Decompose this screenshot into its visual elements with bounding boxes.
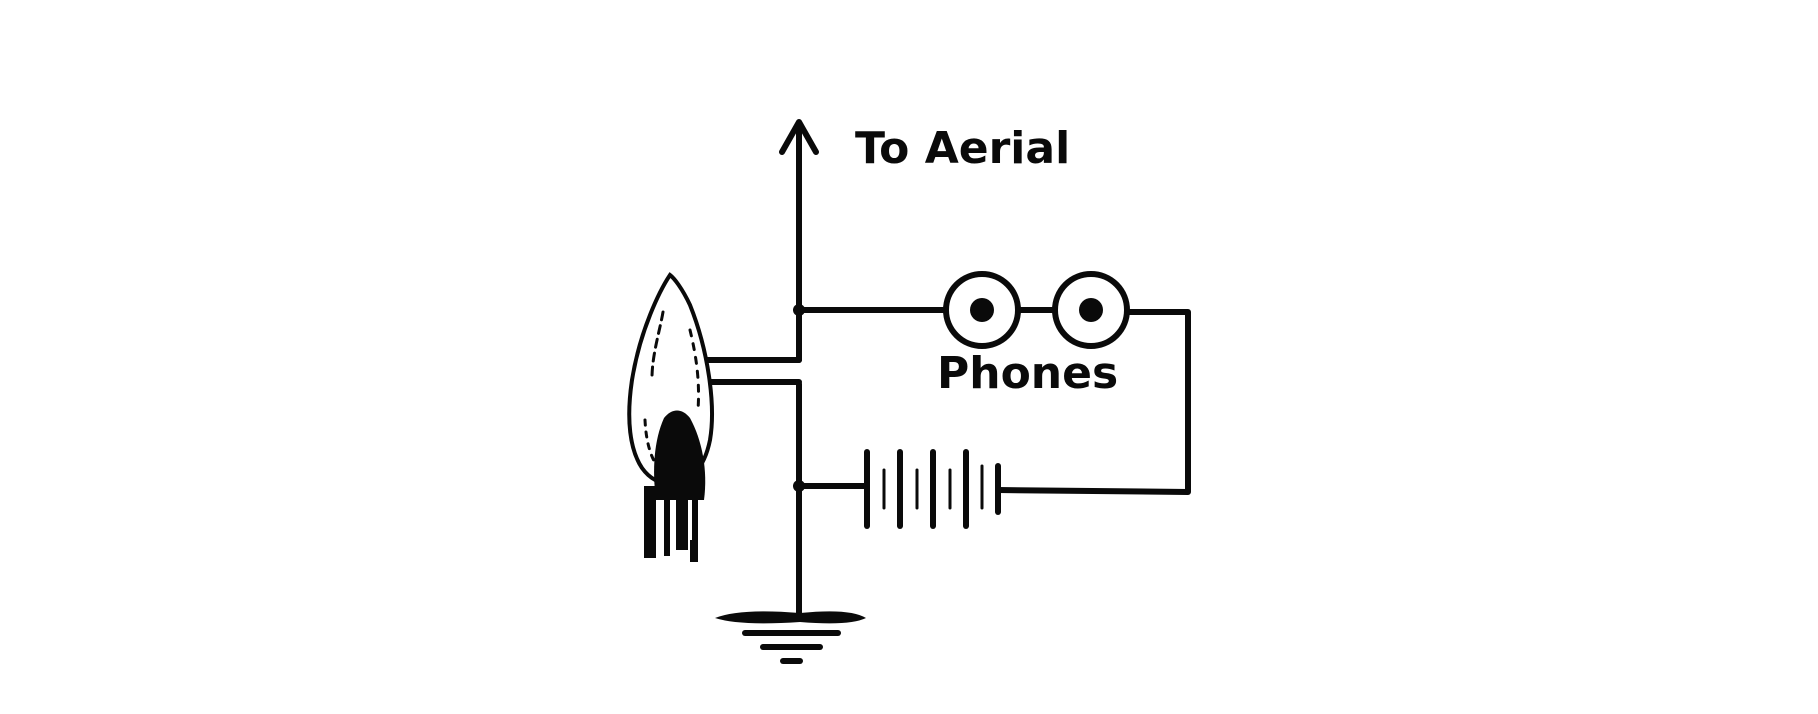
phones-label: Phones: [937, 348, 1118, 399]
headphones-icon: [943, 271, 1130, 349]
candle-flame-icon: [627, 272, 714, 500]
candle-body-icon: [644, 486, 698, 562]
aerial-lead: [779, 119, 819, 363]
ground-icon: [715, 611, 866, 664]
phones-to-battery-wire: [995, 309, 1191, 495]
aerial-junction-dot: [793, 304, 805, 316]
battery-icon: [864, 449, 1001, 529]
aerial-label: To Aerial: [855, 123, 1070, 174]
